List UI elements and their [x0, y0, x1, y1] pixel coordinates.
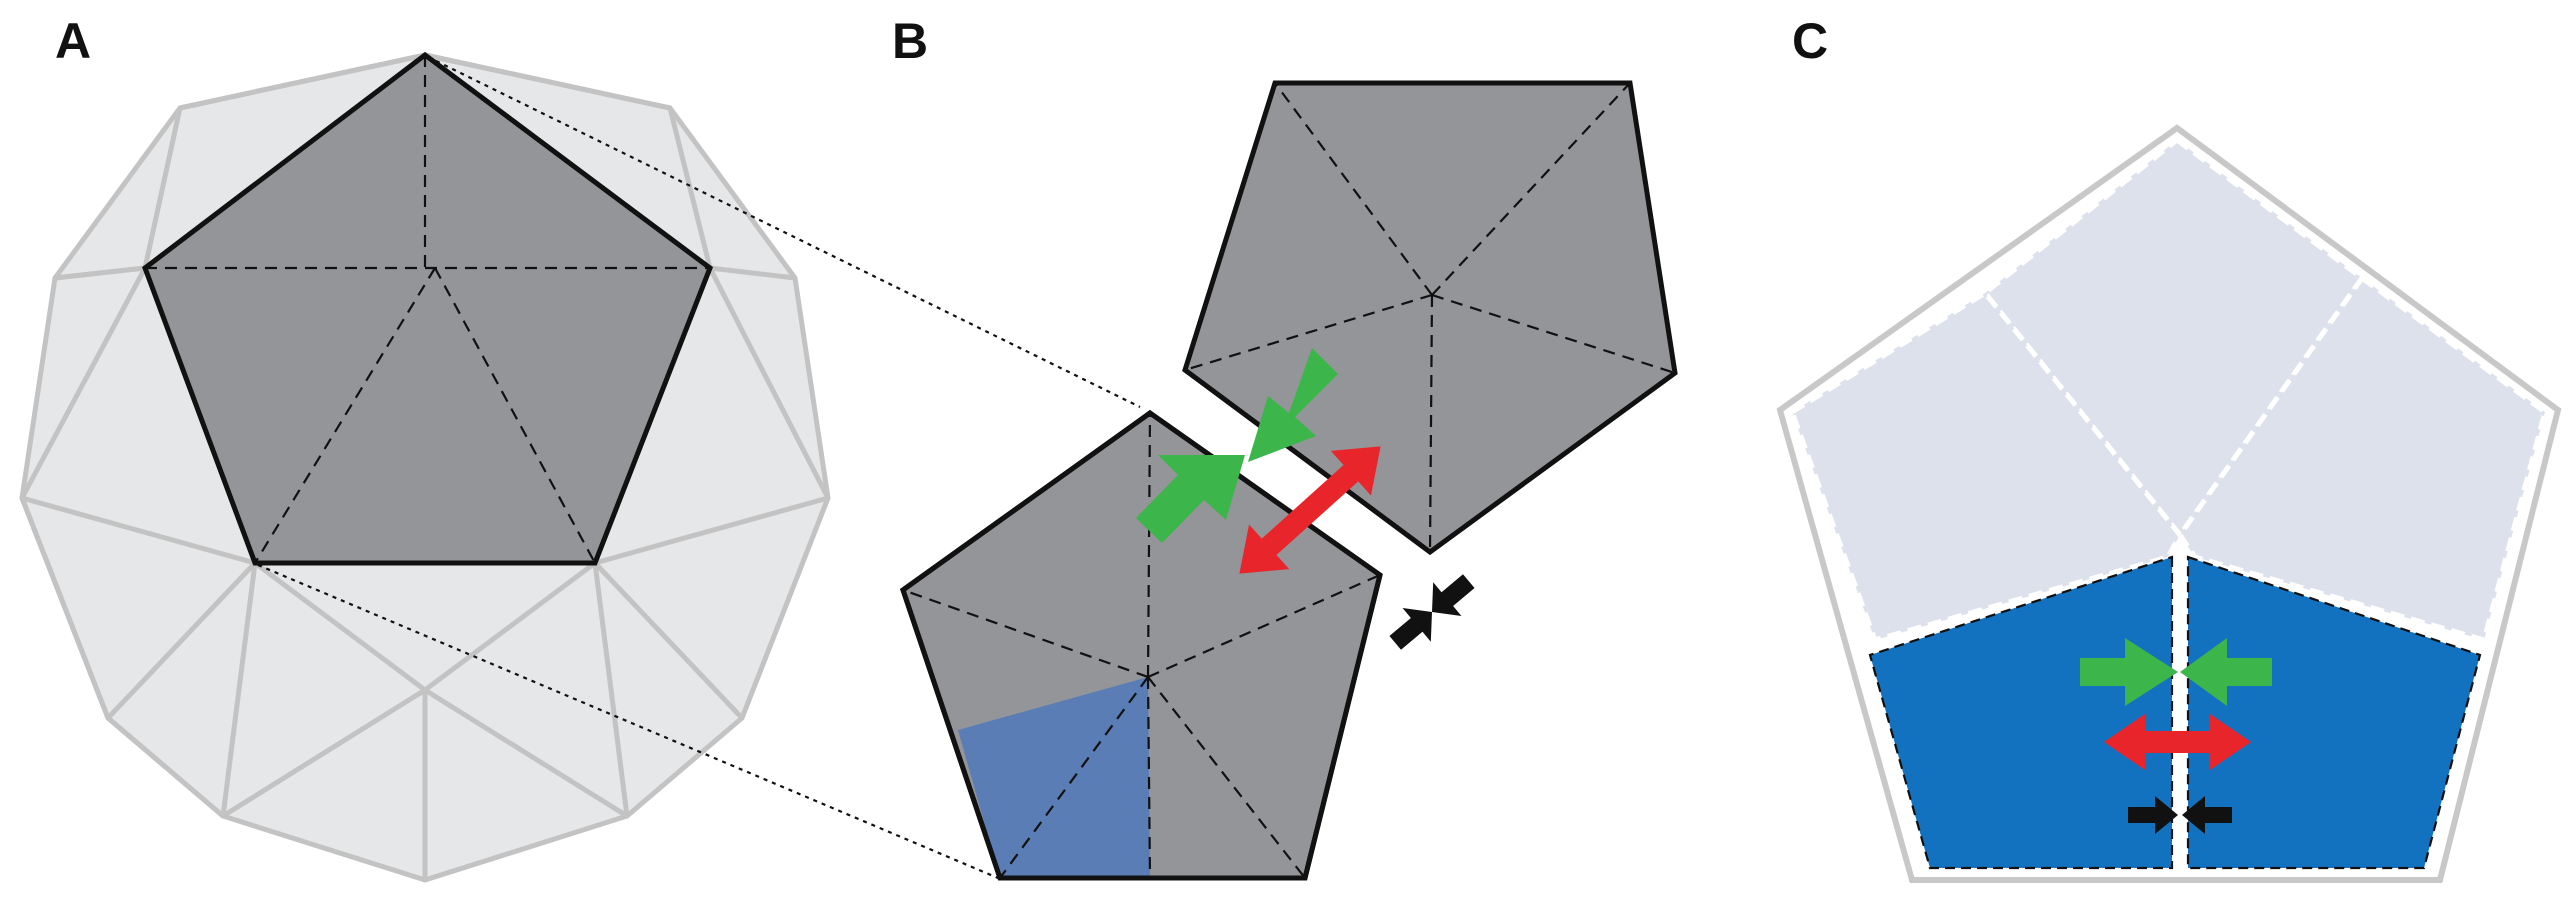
double-arrow-icon-c [2104, 714, 2251, 770]
double-arrow-icon [1239, 446, 1381, 574]
pentamer-a-dashed-lines [145, 55, 710, 564]
opposing-arrows-icon-c-black [2128, 796, 2232, 834]
panel-c: C [1776, 13, 2562, 883]
subunit-bottom-left [1868, 555, 2174, 870]
pentamer-b-lower-outline [900, 409, 1383, 881]
opposing-arrows-icon-green [1136, 348, 1338, 543]
panel-label-c: C [1792, 13, 1828, 69]
subunit-bottom-right [2186, 555, 2482, 870]
panel-a: A [19, 13, 831, 883]
zoom-connector-lines [257, 56, 1141, 880]
panel-label-b: B [892, 13, 928, 69]
opposing-arrows-icon-c-green [2080, 638, 2272, 706]
subunit-right [2176, 274, 2548, 644]
subunit-top [1981, 136, 2366, 540]
opposing-arrows-icon-black [1389, 574, 1475, 650]
pentamer-b-lower-dashed-lines [902, 412, 1381, 879]
subunits-dark [1868, 555, 2482, 870]
subunit-highlight-b [958, 677, 1150, 878]
capsid-facet-lines [19, 52, 831, 883]
panel-label-a: A [55, 13, 91, 69]
subunits-light [1788, 136, 2548, 644]
subunit-left [1788, 289, 2183, 644]
panel-b: B [892, 13, 1678, 881]
red-double-arrow [1239, 446, 1381, 574]
pentamer-b-upper-dashed-lines [1184, 82, 1676, 553]
pentamer-a [142, 51, 714, 566]
